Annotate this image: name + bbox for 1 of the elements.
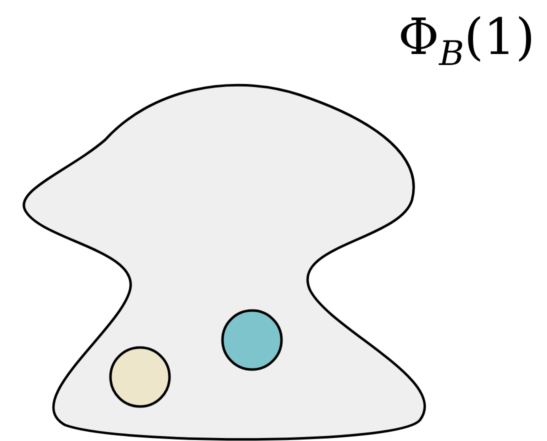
set-label: Φ$_{B}$(1) (398, 8, 535, 74)
